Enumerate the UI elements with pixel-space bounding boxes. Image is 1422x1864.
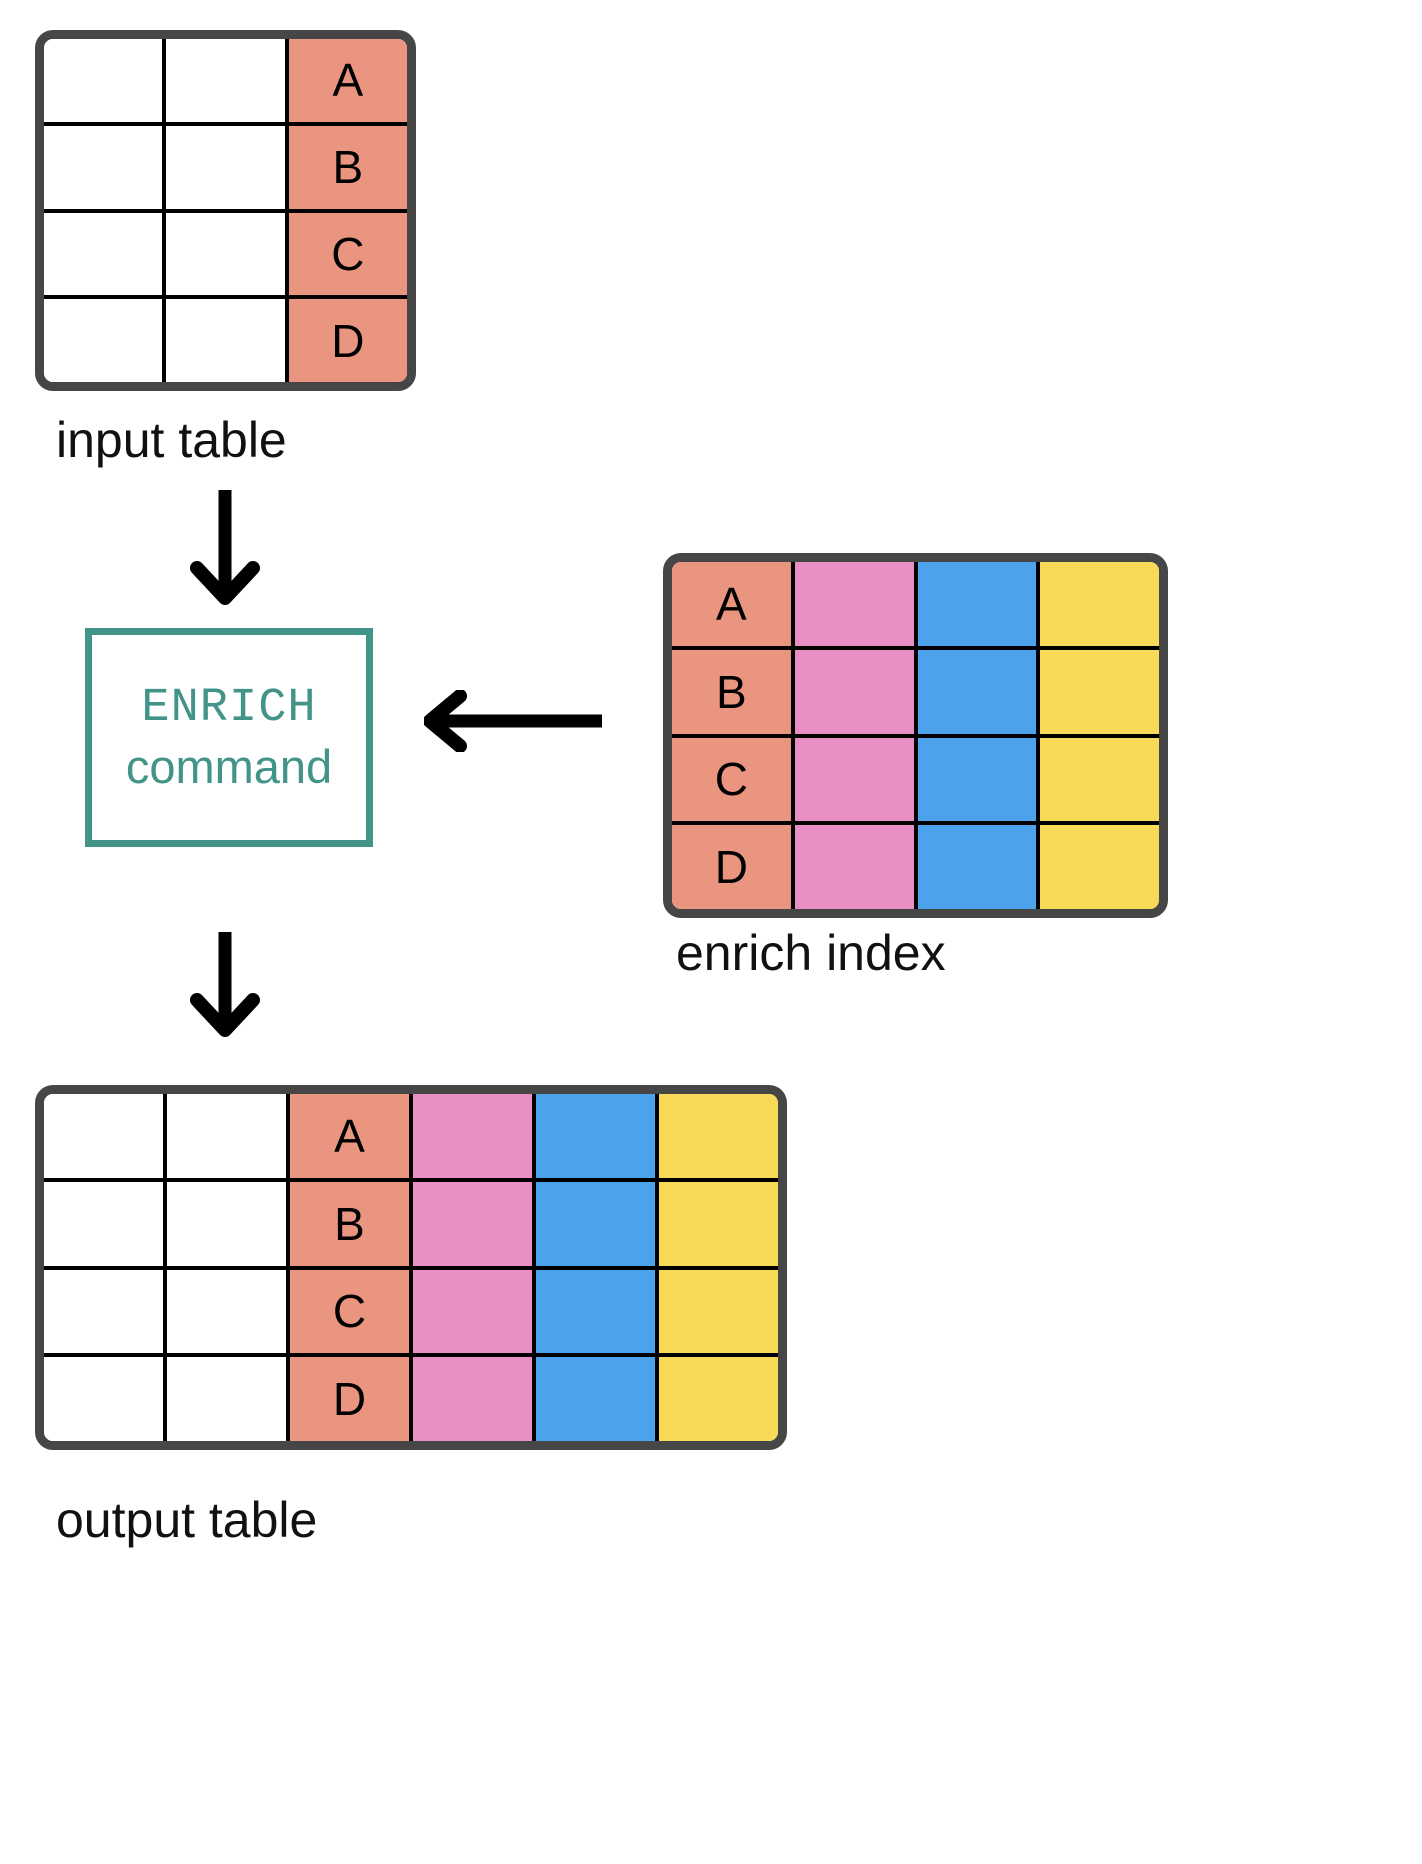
table-row: C (44, 1269, 778, 1358)
table-row: A (672, 562, 1159, 650)
output-table: A B C D (35, 1085, 787, 1450)
index-cell-field2 (917, 737, 1041, 822)
index-cell-field2 (917, 649, 1041, 734)
index-cell-field3 (1040, 562, 1159, 646)
table-row: B (672, 649, 1159, 738)
input-cell-blank (166, 212, 289, 296)
index-cell-field3 (1040, 737, 1159, 822)
output-cell-field1 (413, 1181, 536, 1266)
index-cell-field1 (794, 562, 918, 646)
output-cell-blank (167, 1357, 290, 1441)
table-row: A (44, 39, 407, 126)
input-cell-key: D (288, 299, 407, 382)
output-cell-field3 (659, 1357, 778, 1441)
table-row: C (44, 212, 407, 300)
input-cell-blank (166, 39, 289, 122)
output-cell-key: B (290, 1181, 413, 1266)
output-table-caption: output table (56, 1492, 318, 1548)
index-cell-key: A (672, 562, 795, 646)
table-row: B (44, 1181, 778, 1270)
output-cell-field2 (536, 1094, 659, 1178)
output-cell-blank (44, 1181, 167, 1266)
input-cell-key: B (288, 125, 407, 209)
output-cell-key: D (290, 1357, 413, 1441)
output-cell-key: C (290, 1269, 413, 1354)
output-cell-blank (44, 1094, 167, 1178)
enrich-command-box[interactable]: ENRICH command (85, 628, 373, 847)
output-cell-key: A (290, 1094, 413, 1178)
command-word-label: command (125, 739, 333, 793)
input-cell-key: C (288, 212, 407, 296)
input-cell-blank (166, 125, 289, 209)
index-cell-field3 (1040, 825, 1159, 909)
table-row: C (672, 737, 1159, 826)
table-row: B (44, 125, 407, 213)
output-cell-blank (167, 1181, 290, 1266)
input-cell-blank (44, 125, 167, 209)
enrich-index-caption: enrich index (676, 925, 946, 981)
index-cell-field1 (794, 825, 918, 909)
index-cell-field2 (917, 825, 1041, 909)
input-cell-blank (166, 299, 289, 382)
index-cell-key: C (672, 737, 795, 822)
index-cell-key: B (672, 649, 795, 734)
arrow-down-icon-input-to-command (190, 490, 260, 605)
output-cell-field3 (659, 1269, 778, 1354)
input-cell-key: A (288, 39, 407, 122)
output-cell-field3 (659, 1094, 778, 1178)
table-row: D (44, 1357, 778, 1441)
table-row: D (44, 299, 407, 382)
input-cell-blank (44, 212, 167, 296)
index-cell-field3 (1040, 649, 1159, 734)
output-cell-field2 (536, 1269, 659, 1354)
output-cell-blank (167, 1269, 290, 1354)
index-cell-key: D (672, 825, 795, 909)
command-name-label: ENRICH (141, 682, 317, 736)
enrich-index-table: A B C D (663, 553, 1168, 918)
output-cell-blank (167, 1094, 290, 1178)
table-row: D (672, 825, 1159, 909)
output-cell-blank (44, 1357, 167, 1441)
output-cell-field2 (536, 1357, 659, 1441)
output-cell-field1 (413, 1269, 536, 1354)
index-cell-field2 (917, 562, 1041, 646)
input-table: A B C D (35, 30, 416, 391)
output-cell-field2 (536, 1181, 659, 1266)
arrow-left-icon-index-to-command (424, 690, 602, 752)
table-row: A (44, 1094, 778, 1182)
arrow-down-icon-command-to-output (190, 932, 260, 1037)
output-cell-field3 (659, 1181, 778, 1266)
output-cell-blank (44, 1269, 167, 1354)
index-cell-field1 (794, 737, 918, 822)
output-cell-field1 (413, 1357, 536, 1441)
index-cell-field1 (794, 649, 918, 734)
input-table-caption: input table (56, 412, 287, 468)
input-cell-blank (44, 39, 167, 122)
output-cell-field1 (413, 1094, 536, 1178)
input-cell-blank (44, 299, 167, 382)
